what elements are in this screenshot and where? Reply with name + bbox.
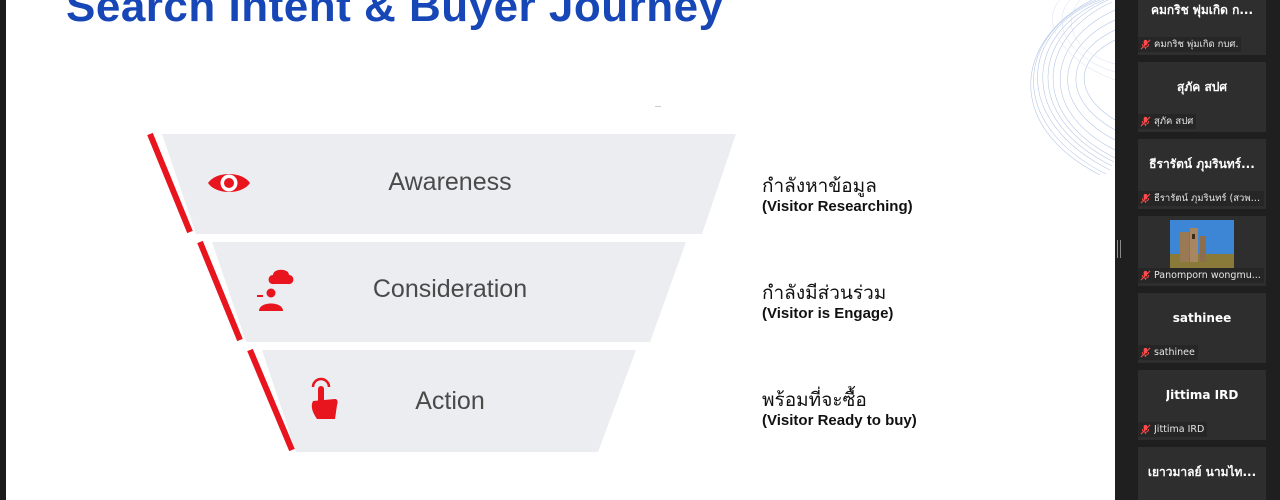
muted-mic-icon	[1140, 424, 1151, 435]
participant-footer: Jittima IRD	[1138, 422, 1208, 437]
shared-slide: Search Intent & Buyer Journey	[0, 0, 1115, 500]
funnel-accent-line-1	[147, 132, 193, 234]
participant-name: sathinee	[1154, 347, 1195, 358]
english-description: (Visitor is Engage)	[762, 305, 894, 322]
participant-name: ธีรารัตน์ ภุมรินทร์ (สวพ. ...	[1154, 193, 1261, 204]
participant-name: คมกริช พุ่มเกิด กบศ.	[1154, 39, 1239, 50]
participant-display-name: คมกริช พุ่มเกิด ก...	[1150, 2, 1254, 17]
panel-resize-handle[interactable]	[1117, 240, 1121, 258]
participant-photo	[1170, 220, 1234, 270]
thai-description: กำลังมีส่วนร่วม	[762, 282, 887, 304]
decorative-wave-graphic	[1030, 0, 1115, 175]
funnel-accent-line-3	[247, 348, 295, 452]
tap-hand-icon	[311, 377, 338, 419]
stage-description-awareness: กำลังหาข้อมูล (Visitor Researching)	[762, 174, 913, 216]
stage-description-action: พร้อมที่จะซื้อ (Visitor Ready to buy)	[762, 388, 917, 430]
participant-display-name: Jittima IRD	[1165, 388, 1239, 402]
participant-display-name: ธีรารัตน์ ภุมรินทร์...	[1149, 156, 1255, 171]
participant-tile[interactable]: เยาวมาลย์ นามไท...	[1138, 447, 1266, 500]
participant-name: สุภัค สปศ	[1154, 116, 1194, 127]
muted-mic-icon	[1140, 347, 1151, 358]
divider-mark	[655, 106, 661, 107]
funnel-band-awareness	[162, 134, 736, 234]
participant-footer: sathinee	[1138, 345, 1198, 360]
stage-label-awareness: Awareness	[388, 168, 512, 196]
person-chat-icon	[257, 269, 294, 311]
participant-tile[interactable]: sathinee sathinee	[1138, 293, 1266, 363]
participant-footer: คมกริช พุ่มเกิด กบศ.	[1138, 37, 1242, 52]
eye-icon	[208, 174, 250, 192]
stage-label-consideration: Consideration	[372, 275, 528, 303]
participant-footer: สุภัค สปศ	[1138, 114, 1197, 129]
muted-mic-icon	[1140, 39, 1151, 50]
english-description: (Visitor Researching)	[762, 198, 913, 215]
thai-description: พร้อมที่จะซื้อ	[762, 389, 867, 411]
participant-tile[interactable]: Panomporn wongmu...	[1138, 216, 1266, 286]
funnel-accent-line-2	[197, 240, 243, 342]
participant-display-name: สุภัค สปศ	[1177, 79, 1227, 94]
thai-description: กำลังหาข้อมูล	[762, 175, 877, 197]
participant-footer: ธีรารัตน์ ภุมรินทร์ (สวพ. ...	[1138, 191, 1264, 206]
participant-panel: คมกริช พุ่มเกิด ก... คมกริช พุ่มเกิด กบศ…	[1122, 0, 1280, 500]
stage-label-action: Action	[415, 387, 485, 415]
participant-tile[interactable]: Jittima IRD Jittima IRD	[1138, 370, 1266, 440]
stage-description-consideration: กำลังมีส่วนร่วม (Visitor is Engage)	[762, 281, 893, 323]
participant-name: Panomporn wongmu...	[1154, 270, 1261, 281]
muted-mic-icon	[1140, 270, 1151, 281]
participant-tile[interactable]: สุภัค สปศ สุภัค สปศ	[1138, 62, 1266, 132]
muted-mic-icon	[1140, 193, 1151, 204]
slide-title: Search Intent & Buyer Journey	[66, 0, 724, 31]
slide-edge	[0, 0, 6, 500]
participant-tile[interactable]: คมกริช พุ่มเกิด ก... คมกริช พุ่มเกิด กบศ…	[1138, 0, 1266, 55]
english-description: (Visitor Ready to buy)	[762, 412, 917, 429]
buyer-journey-funnel	[147, 132, 736, 452]
funnel-band-action	[262, 350, 636, 452]
participant-name: Jittima IRD	[1154, 424, 1205, 435]
funnel-band-consideration	[212, 242, 686, 342]
participant-footer: Panomporn wongmu...	[1138, 268, 1264, 283]
muted-mic-icon	[1140, 116, 1151, 127]
participant-display-name: เยาวมาลย์ นามไท...	[1147, 464, 1257, 479]
participant-display-name: sathinee	[1172, 311, 1232, 325]
participant-tile[interactable]: ธีรารัตน์ ภุมรินทร์... ธีรารัตน์ ภุมรินท…	[1138, 139, 1266, 209]
